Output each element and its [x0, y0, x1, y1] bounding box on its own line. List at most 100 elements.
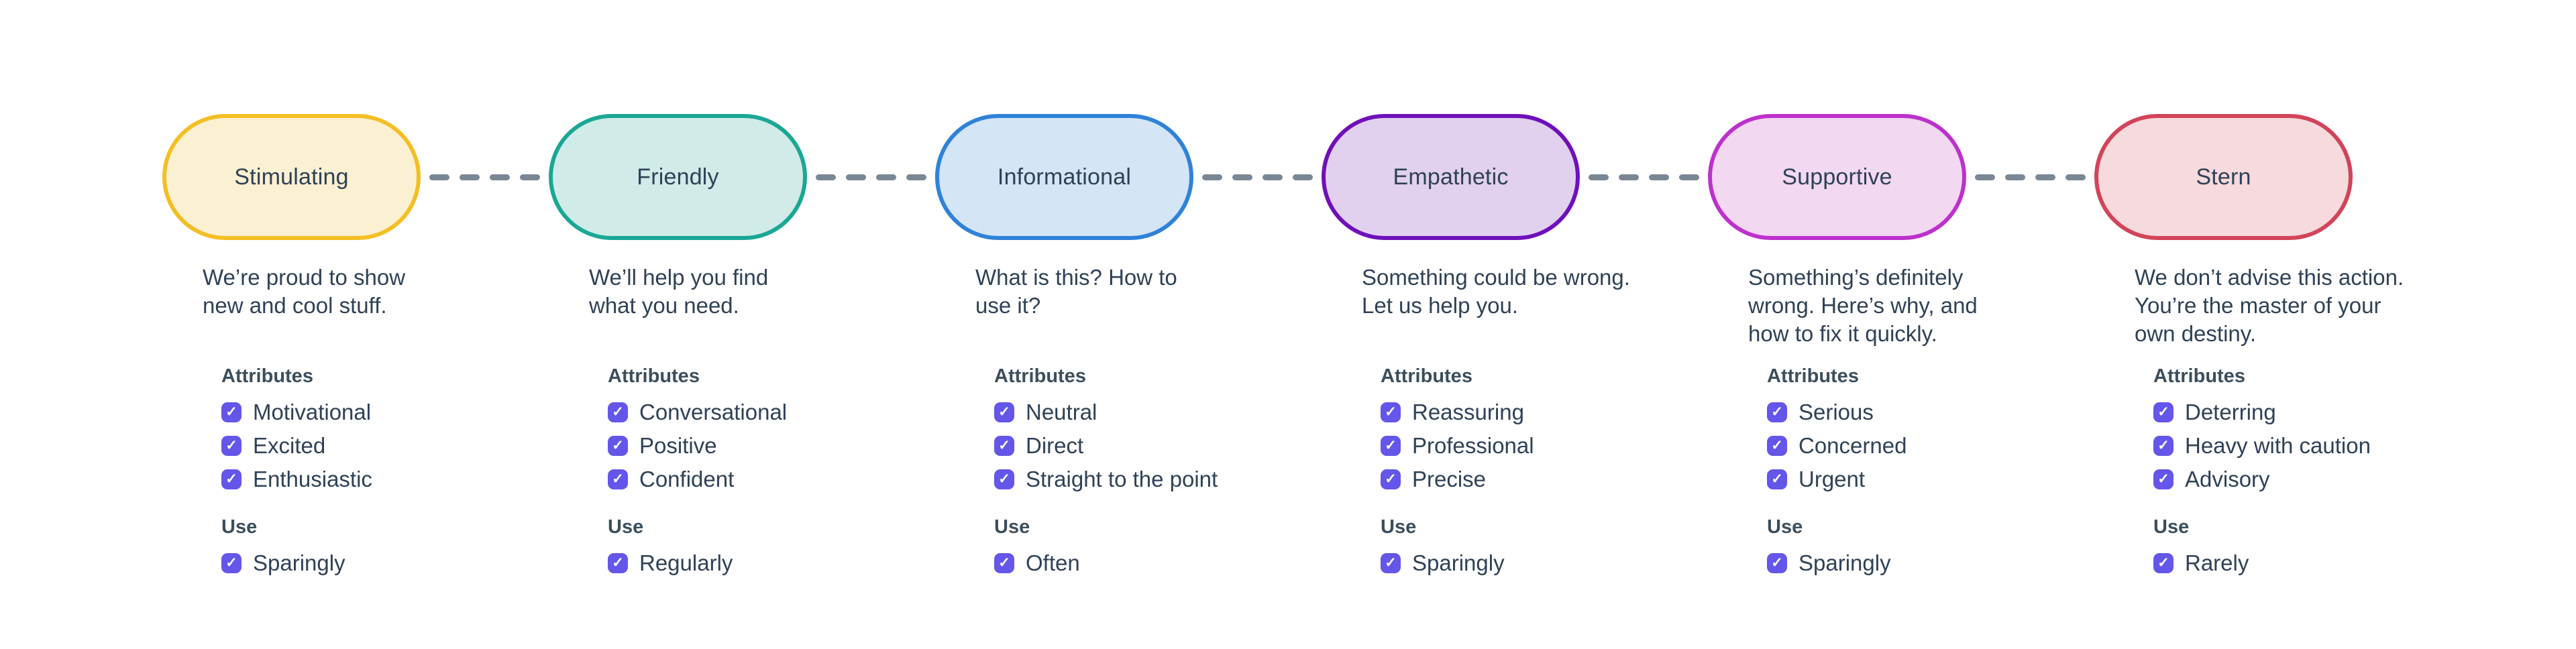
- checkbox-checked[interactable]: ✓: [608, 553, 628, 573]
- connector-dashes: [1193, 174, 1322, 180]
- checkbox-checked[interactable]: ✓: [608, 469, 628, 489]
- attribute-label: Direct: [1026, 433, 1084, 458]
- checkbox-checked[interactable]: ✓: [608, 436, 628, 456]
- checkbox-checked[interactable]: ✓: [1767, 436, 1787, 456]
- attribute-row: ✓ Serious: [1767, 396, 2094, 429]
- checkbox-checked[interactable]: ✓: [221, 436, 241, 456]
- checkbox-checked[interactable]: ✓: [2153, 553, 2174, 573]
- checkmark-icon: ✓: [998, 554, 1010, 571]
- attribute-row: ✓ Heavy with caution: [2153, 429, 2481, 463]
- checkbox-checked[interactable]: ✓: [1381, 553, 1401, 573]
- dash: [1649, 174, 1669, 180]
- attribute-label: Deterring: [2185, 400, 2276, 424]
- checkbox-checked[interactable]: ✓: [1767, 553, 1787, 573]
- dash: [2005, 174, 2025, 180]
- checkbox-checked[interactable]: ✓: [1767, 469, 1787, 489]
- attribute-row: ✓ Enthusiastic: [221, 463, 549, 496]
- tone-description: Something could be wrong. Let us help yo…: [1362, 265, 1630, 318]
- attribute-row: ✓ Neutral: [994, 396, 1322, 429]
- checkbox-checked[interactable]: ✓: [221, 402, 241, 422]
- checkbox-checked[interactable]: ✓: [1381, 436, 1401, 456]
- attribute-label: Reassuring: [1412, 400, 1524, 424]
- tone-description: We’re proud to show new and cool stuff.: [203, 265, 406, 318]
- attribute-row: ✓ Advisory: [2153, 463, 2481, 496]
- attribute-label: Urgent: [1799, 467, 1866, 491]
- attribute-label: Enthusiastic: [253, 467, 372, 491]
- checkmark-icon: ✓: [1385, 437, 1397, 453]
- use-label: Often: [1026, 550, 1080, 575]
- checkmark-icon: ✓: [612, 554, 624, 571]
- tone-pill: Supportive: [1708, 114, 1966, 240]
- checkmark-icon: ✓: [1385, 404, 1397, 420]
- use-heading: Use: [2153, 516, 2190, 538]
- attribute-row: ✓ Motivational: [221, 396, 549, 429]
- tone-description: We’ll help you find what you need.: [589, 265, 769, 318]
- attribute-label: Confident: [639, 467, 735, 491]
- checkbox-checked[interactable]: ✓: [608, 402, 628, 422]
- checkmark-icon: ✓: [1771, 404, 1783, 420]
- attribute-label: Serious: [1799, 400, 1874, 424]
- attributes-heading: Attributes: [608, 365, 700, 387]
- checkmark-icon: ✓: [1771, 471, 1783, 487]
- checkmark-icon: ✓: [225, 554, 237, 571]
- checkmark-icon: ✓: [998, 471, 1010, 487]
- dash: [1263, 174, 1283, 180]
- dash: [1232, 174, 1252, 180]
- attribute-row: ✓ Excited: [221, 429, 549, 463]
- attribute-row: ✓ Deterring: [2153, 396, 2481, 429]
- attribute-row: ✓ Confident: [608, 463, 935, 496]
- checkbox-checked[interactable]: ✓: [221, 553, 241, 573]
- tone-column-supportive: Supportive Something’s definitely wrong.…: [1708, 114, 2094, 580]
- connector-dashes: [421, 174, 549, 180]
- checkmark-icon: ✓: [612, 471, 624, 487]
- checkmark-icon: ✓: [2157, 437, 2169, 453]
- attribute-label: Straight to the point: [1026, 467, 1218, 491]
- use-row: ✓ Rarely: [2153, 546, 2481, 580]
- attribute-row: ✓ Positive: [608, 429, 935, 463]
- attribute-label: Conversational: [639, 400, 788, 424]
- attribute-label: Positive: [639, 433, 717, 458]
- checkbox-checked[interactable]: ✓: [1767, 402, 1787, 422]
- tone-pill: Friendly: [549, 114, 807, 240]
- checkmark-icon: ✓: [998, 404, 1010, 420]
- dash: [876, 174, 896, 180]
- checkbox-checked[interactable]: ✓: [994, 402, 1014, 422]
- checkbox-checked[interactable]: ✓: [2153, 436, 2174, 456]
- use-label: Regularly: [639, 550, 733, 575]
- dash: [846, 174, 866, 180]
- checkbox-checked[interactable]: ✓: [1381, 402, 1401, 422]
- tone-title: Empathetic: [1393, 164, 1509, 190]
- checkbox-checked[interactable]: ✓: [1381, 469, 1401, 489]
- checkbox-checked[interactable]: ✓: [221, 469, 241, 489]
- attribute-label: Neutral: [1026, 400, 1097, 424]
- tone-title: Friendly: [637, 164, 719, 190]
- checkbox-checked[interactable]: ✓: [994, 553, 1014, 573]
- tone-pill: Stimulating: [162, 114, 421, 240]
- attribute-row: ✓ Conversational: [608, 396, 935, 429]
- dash: [1619, 174, 1639, 180]
- connector-dashes: [807, 174, 935, 180]
- checkmark-icon: ✓: [1385, 471, 1397, 487]
- tone-pill: Informational: [935, 114, 1193, 240]
- use-heading: Use: [994, 516, 1030, 538]
- checkmark-icon: ✓: [1771, 554, 1783, 571]
- checkbox-checked[interactable]: ✓: [994, 436, 1014, 456]
- checkbox-checked[interactable]: ✓: [2153, 402, 2174, 422]
- use-heading: Use: [1767, 516, 1803, 538]
- dash: [2065, 174, 2086, 180]
- attribute-row: ✓ Urgent: [1767, 463, 2094, 496]
- checkbox-checked[interactable]: ✓: [2153, 469, 2174, 489]
- tone-title: Informational: [997, 164, 1132, 190]
- attributes-heading: Attributes: [221, 365, 313, 387]
- checkbox-checked[interactable]: ✓: [994, 469, 1014, 489]
- connector-dashes: [1966, 174, 2094, 180]
- use-label: Sparingly: [1799, 550, 1891, 575]
- dash: [1293, 174, 1313, 180]
- attributes-heading: Attributes: [994, 365, 1086, 387]
- tone-description: What is this? How to use it?: [975, 265, 1177, 318]
- checkmark-icon: ✓: [2157, 471, 2169, 487]
- attributes-heading: Attributes: [1767, 365, 1859, 387]
- dash: [520, 174, 540, 180]
- checkmark-icon: ✓: [998, 437, 1010, 453]
- attributes-heading: Attributes: [1381, 365, 1472, 387]
